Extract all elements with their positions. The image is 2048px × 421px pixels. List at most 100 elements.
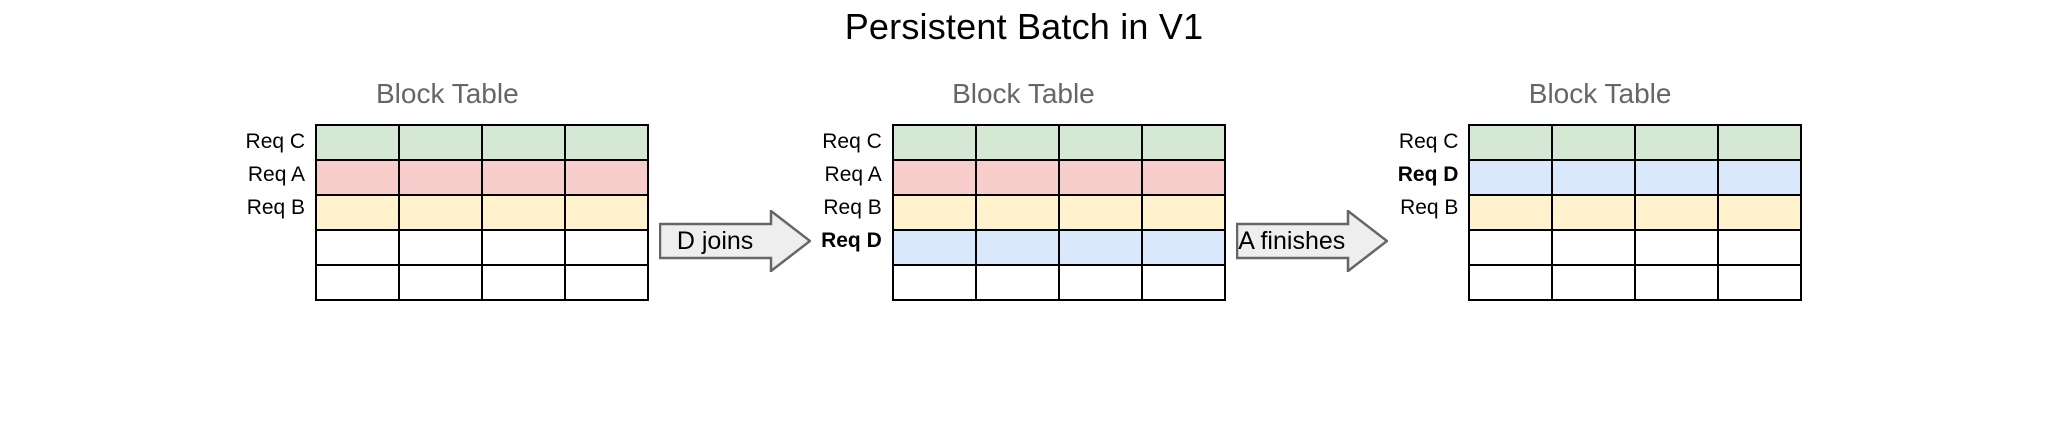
- panel-body: Req C Req A Req B Req D: [821, 124, 1226, 301]
- block-cell: [398, 124, 484, 161]
- block-cell: [315, 124, 401, 161]
- block-cell: [891, 159, 977, 196]
- row-label: Req A: [247, 163, 306, 186]
- block-cell: [974, 194, 1060, 231]
- block-cell: [315, 159, 401, 196]
- panel-body: Req C Req A Req B: [246, 124, 650, 301]
- block-cell: [1717, 194, 1803, 231]
- panel-after-join: Block Table Req C Req A Req B Req D: [821, 78, 1226, 301]
- block-cell: [1717, 229, 1803, 266]
- block-cell: [1057, 194, 1143, 231]
- block-cell: [1140, 264, 1226, 301]
- transition-arrow-d-joins: D joins: [649, 210, 821, 272]
- transition-arrow-a-finishes: A finishes: [1226, 210, 1398, 272]
- table-row: [315, 264, 650, 301]
- block-cell: [1140, 194, 1226, 231]
- block-cell: [1140, 124, 1226, 161]
- block-cell: [564, 159, 650, 196]
- block-cell: [481, 194, 567, 231]
- block-cell: [891, 194, 977, 231]
- block-cell: [1140, 159, 1226, 196]
- table-row: [1468, 124, 1803, 161]
- block-cell: [1057, 264, 1143, 301]
- block-cell: [974, 124, 1060, 161]
- row-label-column: Req C Req D Req B: [1398, 124, 1469, 290]
- block-cell: [481, 124, 567, 161]
- block-cell: [1551, 264, 1637, 301]
- block-cell: [1717, 159, 1803, 196]
- page-title: Persistent Batch in V1: [844, 6, 1204, 47]
- row-label: Req D: [821, 229, 882, 252]
- table-row: [891, 229, 1226, 266]
- block-table-caption: Block Table: [375, 78, 519, 109]
- block-arrow: D joins: [659, 210, 812, 272]
- block-cell: [564, 229, 650, 266]
- diagram-stage: Block Table Req C Req A Req B: [0, 78, 2048, 328]
- block-cell: [1468, 229, 1554, 266]
- block-cell: [481, 229, 567, 266]
- block-cell: [891, 124, 977, 161]
- row-label-column: Req C Req A Req B Req D: [821, 124, 892, 290]
- panel-body: Req C Req D Req B: [1398, 124, 1803, 301]
- block-table-caption: Block Table: [1528, 78, 1672, 109]
- table-row: [891, 159, 1226, 196]
- block-cell: [1057, 124, 1143, 161]
- table-row: [1468, 194, 1803, 231]
- block-cell: [1634, 229, 1720, 266]
- block-cell: [1057, 159, 1143, 196]
- row-label: Req C: [822, 130, 882, 153]
- panel-before: Block Table Req C Req A Req B: [246, 78, 650, 301]
- block-table-caption: Block Table: [952, 78, 1095, 109]
- block-cell: [1140, 229, 1226, 266]
- block-table-grid: [315, 124, 650, 301]
- block-cell: [1717, 264, 1803, 301]
- row-label-column: Req C Req A Req B: [246, 124, 316, 290]
- block-cell: [481, 159, 567, 196]
- block-cell: [891, 229, 977, 266]
- block-cell: [398, 229, 484, 266]
- block-cell: [1634, 124, 1720, 161]
- table-row: [315, 124, 650, 161]
- table-row: [315, 229, 650, 266]
- block-cell: [1634, 159, 1720, 196]
- block-arrow: A finishes: [1235, 210, 1388, 272]
- block-cell: [398, 194, 484, 231]
- table-row: [891, 124, 1226, 161]
- block-cell: [398, 159, 484, 196]
- grid-body: [315, 124, 650, 301]
- block-cell: [974, 229, 1060, 266]
- block-cell: [1468, 159, 1554, 196]
- arrow-label: A finishes: [1238, 226, 1346, 255]
- table-row: [1468, 159, 1803, 196]
- block-cell: [1468, 264, 1554, 301]
- block-table-grid: [1468, 124, 1803, 301]
- grid-body: [891, 124, 1226, 301]
- block-cell: [481, 264, 567, 301]
- block-table-grid: [891, 124, 1226, 301]
- block-cell: [1468, 194, 1554, 231]
- row-label: Req C: [245, 130, 306, 153]
- block-cell: [974, 264, 1060, 301]
- block-cell: [1717, 124, 1803, 161]
- row-label: Req B: [823, 196, 882, 219]
- row-label: Req B: [1400, 196, 1459, 219]
- block-cell: [1551, 194, 1637, 231]
- block-cell: [315, 229, 401, 266]
- panel-after-finish: Block Table Req C Req D Req B: [1398, 78, 1803, 301]
- row-label: Req C: [1398, 130, 1459, 153]
- block-cell: [315, 194, 401, 231]
- table-row: [1468, 229, 1803, 266]
- table-row: [891, 194, 1226, 231]
- row-label: Req A: [824, 163, 882, 186]
- block-cell: [1057, 229, 1143, 266]
- block-cell: [1634, 264, 1720, 301]
- right-arrow-icon: [1235, 210, 1388, 272]
- table-row: [891, 264, 1226, 301]
- arrow-label: D joins: [676, 226, 754, 255]
- block-cell: [564, 124, 650, 161]
- row-label: Req B: [246, 196, 306, 219]
- block-cell: [974, 159, 1060, 196]
- grid-body: [1468, 124, 1803, 301]
- table-row: [1468, 264, 1803, 301]
- block-cell: [564, 194, 650, 231]
